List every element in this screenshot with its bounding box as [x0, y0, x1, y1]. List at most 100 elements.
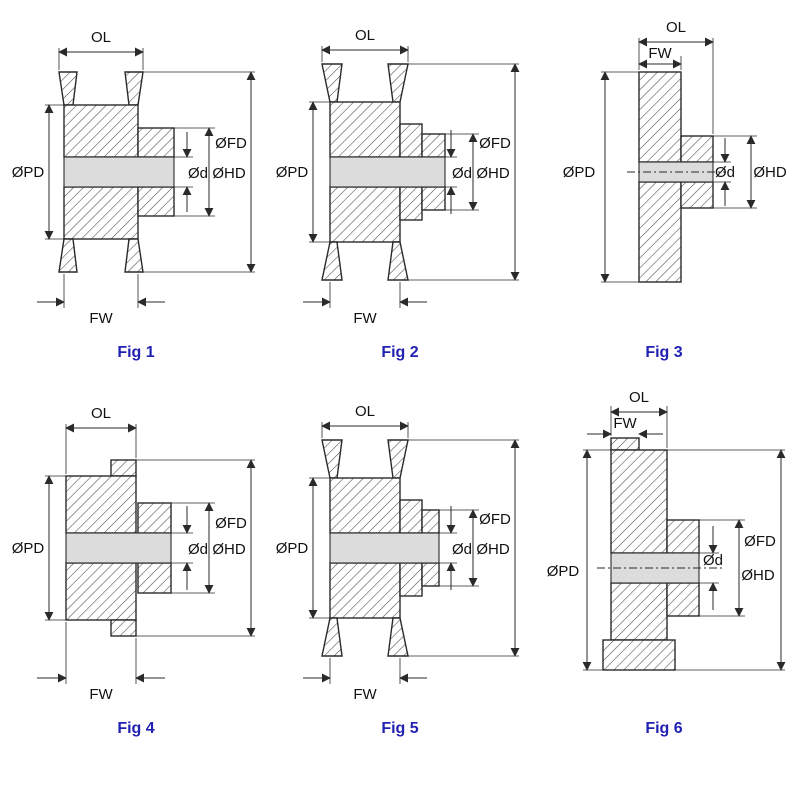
fig3-body-top — [638, 71, 682, 163]
fig5-label-ol: OL — [355, 403, 375, 420]
fig1-label-fd: ØFD — [215, 135, 247, 152]
fig5-flange-top-right — [387, 439, 409, 479]
fig6-hub-top — [666, 519, 700, 554]
fig5-hub-top — [421, 509, 440, 534]
fig1-cross-section-drawing: OL ØPD ØFD ØHD Ød — [12, 29, 256, 327]
figure-3: OL FW ØPD Ød ØHD Fig 3 — [532, 12, 796, 362]
fig5-step-bottom — [399, 562, 423, 597]
fig4-body-bottom — [65, 562, 137, 621]
fig4-label-pd: ØPD — [12, 540, 45, 557]
fig5-cross-section-drawing: OL ØPD ØFD ØHD Ød — [276, 403, 520, 703]
fig5-caption: Fig 5 — [381, 720, 419, 737]
fig2-label-pd: ØPD — [276, 164, 309, 181]
fig4-bore — [65, 532, 172, 564]
fig4-step-top — [110, 459, 137, 477]
fig2-bore — [329, 156, 446, 188]
fig3-label-d: Ød — [715, 164, 735, 181]
fig3-label-pd: ØPD — [563, 164, 596, 181]
fig5-label-hd: ØHD — [476, 541, 510, 558]
fig6-body-bottom — [610, 582, 668, 641]
fig1-label-pd: ØPD — [12, 164, 45, 181]
figure-4: OL ØPD ØFD ØHD Ød — [4, 388, 268, 738]
figure-2: OL ØPD ØFD ØHD Ød — [268, 12, 532, 362]
fig5-label-pd: ØPD — [276, 540, 309, 557]
fig6-caption: Fig 6 — [645, 720, 683, 737]
fig2-label-hd: ØHD — [476, 165, 510, 182]
fig1-flange-bottom-left — [58, 238, 78, 273]
fig2-cross-section-drawing: OL ØPD ØFD ØHD Ød — [276, 27, 520, 327]
fig2-step-top — [399, 123, 423, 158]
fig6-cross-section-drawing: OL FW ØPD ØFD ØHD Ød — [547, 389, 786, 671]
figure-6: OL FW ØPD ØFD ØHD Ød — [532, 388, 796, 738]
fig2-body-top — [329, 101, 401, 158]
fig2-hub-top — [421, 133, 446, 158]
pulley-dimension-diagrams: OL ØPD ØFD ØHD Ød — [4, 12, 796, 738]
fig5-body-bottom — [329, 562, 401, 619]
fig5-flange-top-left — [321, 439, 343, 479]
fig3-hub-top — [680, 135, 714, 163]
fig2-flange-bottom-left — [321, 241, 343, 281]
fig6-flange-bottom — [602, 639, 676, 671]
fig6-label-fw: FW — [613, 415, 637, 432]
fig2-step-bottom — [399, 186, 423, 221]
fig4-body-top — [65, 475, 137, 534]
fig6-body-top — [610, 449, 668, 554]
fig1-body-top — [63, 104, 139, 158]
fig1-bore — [63, 156, 175, 188]
fig6-label-ol: OL — [629, 389, 649, 406]
figure-5: OL ØPD ØFD ØHD Ød — [268, 388, 532, 738]
fig5-flange-bottom-left — [321, 617, 343, 657]
fig4-label-ol: OL — [91, 405, 111, 422]
fig3-body-bottom — [638, 181, 682, 283]
figure-1: OL ØPD ØFD ØHD Ød — [4, 12, 268, 362]
fig4-label-hd: ØHD — [212, 541, 246, 558]
fig4-label-fw: FW — [89, 686, 113, 703]
fig2-flange-top-right — [387, 63, 409, 103]
fig4-hub-bottom — [137, 562, 172, 594]
fig3-label-fw: FW — [648, 45, 672, 62]
fig4-caption: Fig 4 — [117, 720, 155, 737]
fig6-label-d: Ød — [703, 552, 723, 569]
fig1-hub-top — [137, 127, 175, 158]
fig1-flange-top-left — [58, 71, 78, 106]
fig1-label-hd: ØHD — [212, 165, 246, 182]
fig1-hub-bottom — [137, 186, 175, 217]
fig2-flange-bottom-right — [387, 241, 409, 281]
fig2-hub-bottom — [421, 186, 446, 211]
fig4-step-bottom — [110, 619, 137, 637]
fig2-label-fw: FW — [353, 310, 377, 327]
fig5-flange-bottom-right — [387, 617, 409, 657]
fig5-label-fw: FW — [353, 686, 377, 703]
fig5-label-d: Ød — [452, 541, 472, 558]
fig4-label-d: Ød — [188, 541, 208, 558]
fig1-flange-top-right — [124, 71, 144, 106]
fig1-label-d: Ød — [188, 165, 208, 182]
fig3-caption: Fig 3 — [645, 344, 683, 361]
fig5-step-top — [399, 499, 423, 534]
fig5-bore — [329, 532, 440, 564]
fig3-cross-section-drawing: OL FW ØPD Ød ØHD — [563, 19, 787, 283]
fig2-label-fd: ØFD — [479, 135, 511, 152]
fig3-hub-bottom — [680, 181, 714, 209]
fig4-hub-top — [137, 502, 172, 534]
fig6-step-top — [610, 437, 640, 451]
fig3-label-hd: ØHD — [753, 164, 787, 181]
fig1-label-ol: OL — [91, 29, 111, 46]
fig2-caption: Fig 2 — [381, 344, 419, 361]
fig2-body-bottom — [329, 186, 401, 243]
fig2-label-d: Ød — [452, 165, 472, 182]
fig6-label-fd: ØFD — [744, 533, 776, 550]
fig3-label-ol: OL — [666, 19, 686, 36]
fig2-flange-top-left — [321, 63, 343, 103]
fig5-hub-bottom — [421, 562, 440, 587]
fig6-label-hd: ØHD — [741, 567, 775, 584]
fig2-label-ol: OL — [355, 27, 375, 44]
fig1-body-bottom — [63, 186, 139, 240]
fig1-label-fw: FW — [89, 310, 113, 327]
fig6-hub-bottom — [666, 582, 700, 617]
fig4-label-fd: ØFD — [215, 515, 247, 532]
fig1-flange-bottom-right — [124, 238, 144, 273]
fig6-label-pd: ØPD — [547, 563, 580, 580]
fig4-cross-section-drawing: OL ØPD ØFD ØHD Ød — [12, 405, 256, 703]
fig1-caption: Fig 1 — [117, 344, 155, 361]
